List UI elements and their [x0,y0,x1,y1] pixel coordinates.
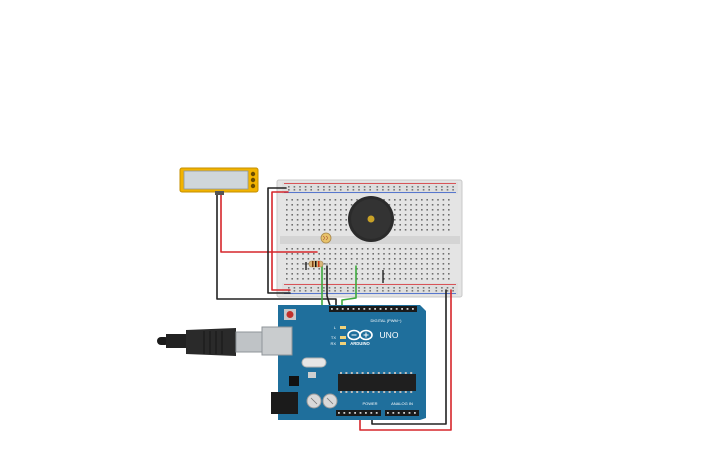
reset-button-icon[interactable] [284,309,296,320]
usb-port [261,326,293,356]
wire-black-resistor [326,265,332,310]
led-label-tx: TX [331,335,336,340]
wire-black-left-rail [267,187,291,294]
microcontroller-chip [338,374,416,391]
arduino-infinity-logo-icon [347,329,373,341]
wire-red-right [359,289,452,431]
power-header[interactable] [336,410,381,416]
led-label-l: L [334,325,337,330]
digital-label: DIGITAL (PWM~) [371,318,403,323]
power-jack [271,392,298,414]
wire-black-sensor [216,193,337,310]
power-label: POWER [362,401,377,406]
arduino-model-text: UNO [380,330,399,340]
usb-cable-icon [157,328,276,356]
photoresistor-icon[interactable] [320,232,332,244]
buzzer-icon[interactable] [348,196,394,242]
wire-red-left-rail [271,191,291,291]
wire-red-sensor [220,193,318,253]
analog-label: ANALOG IN [391,401,413,406]
led-label-rx: RX [330,341,336,346]
wire-green-buzzer [341,265,357,310]
arduino-board[interactable]: L TX RX ARDUINO UNO DIGITAL (PWM~) POWER… [261,305,426,420]
sensor-module-icon[interactable] [179,167,259,195]
arduino-logo-text: ARDUINO [350,341,370,346]
analog-header[interactable] [385,410,419,416]
resistor-icon[interactable] [304,260,328,268]
digital-header[interactable] [329,306,417,312]
breadboard-jumpers [305,262,384,283]
